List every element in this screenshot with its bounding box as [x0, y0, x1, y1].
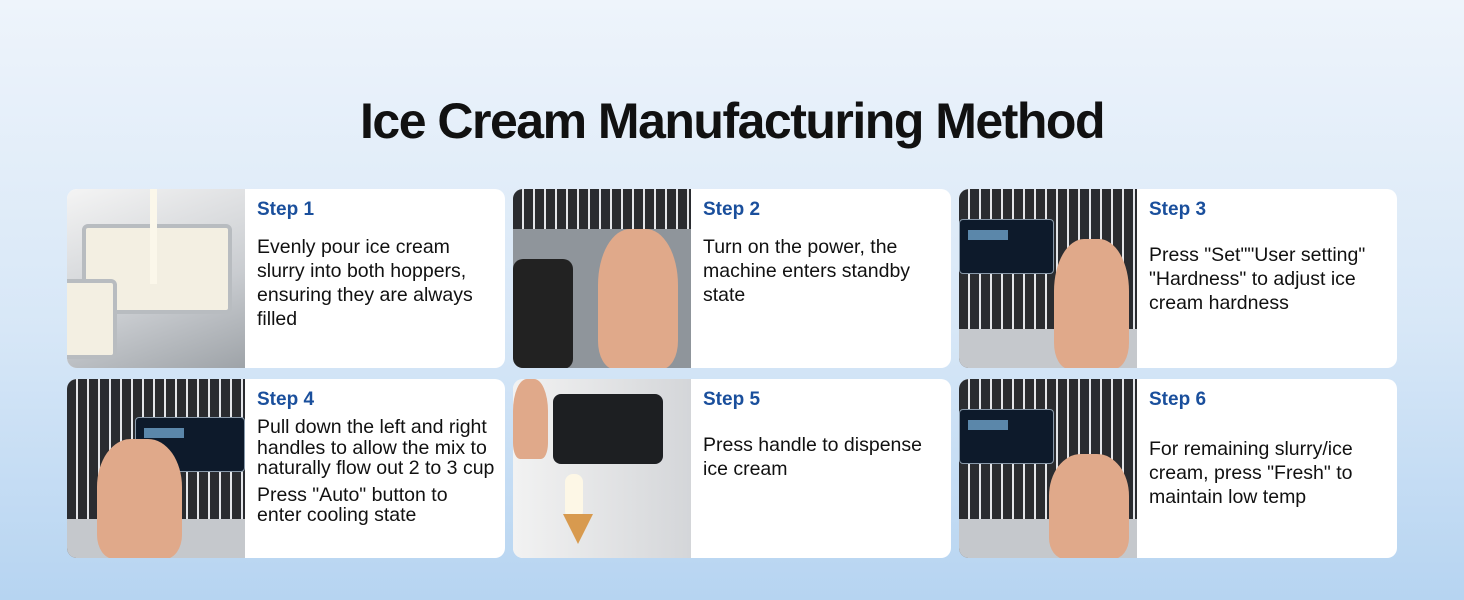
step-description: Press "Set""User setting" "Hardness" to … — [1149, 244, 1366, 314]
step-description: For remaining slurry/ice cream, press "F… — [1149, 438, 1353, 508]
dispensing-image — [513, 379, 691, 558]
step-label: Step 5 — [703, 389, 761, 410]
fresh-button-image — [959, 379, 1137, 558]
step-card-2: Step 2 Turn on the power, the machine en… — [513, 189, 951, 368]
step-label: Step 3 — [1149, 199, 1207, 220]
step-card-3: Step 3 Press "Set""User setting" "Hardne… — [959, 189, 1397, 368]
step-description: Press "Auto" button to enter cooling sta… — [257, 483, 448, 526]
auto-button-image — [67, 379, 245, 558]
step-card-5: Step 5 Press handle to dispense ice crea… — [513, 379, 951, 558]
step-label: Step 2 — [703, 199, 761, 220]
step-description: Turn on the power, the machine enters st… — [703, 236, 911, 306]
step-description: Pull down the left and right handles to … — [257, 416, 495, 479]
control-panel-image — [959, 189, 1137, 368]
power-switch-image — [513, 189, 691, 368]
step-description: Press handle to dispense ice cream — [703, 434, 922, 480]
page-title: Ice Cream Manufacturing Method — [360, 93, 1106, 149]
step-label: Step 4 — [257, 389, 315, 410]
step-label: Step 1 — [257, 199, 315, 220]
step-description: Evenly pour ice cream slurry into both h… — [257, 236, 473, 330]
step-card-4: Step 4 Pull down the left and right hand… — [67, 379, 505, 558]
step-card-1: Step 1 Evenly pour ice cream slurry into… — [67, 189, 505, 368]
step-label: Step 6 — [1149, 389, 1207, 410]
pouring-hoppers-image — [67, 189, 245, 368]
step-card-6: Step 6 For remaining slurry/ice cream, p… — [959, 379, 1397, 558]
